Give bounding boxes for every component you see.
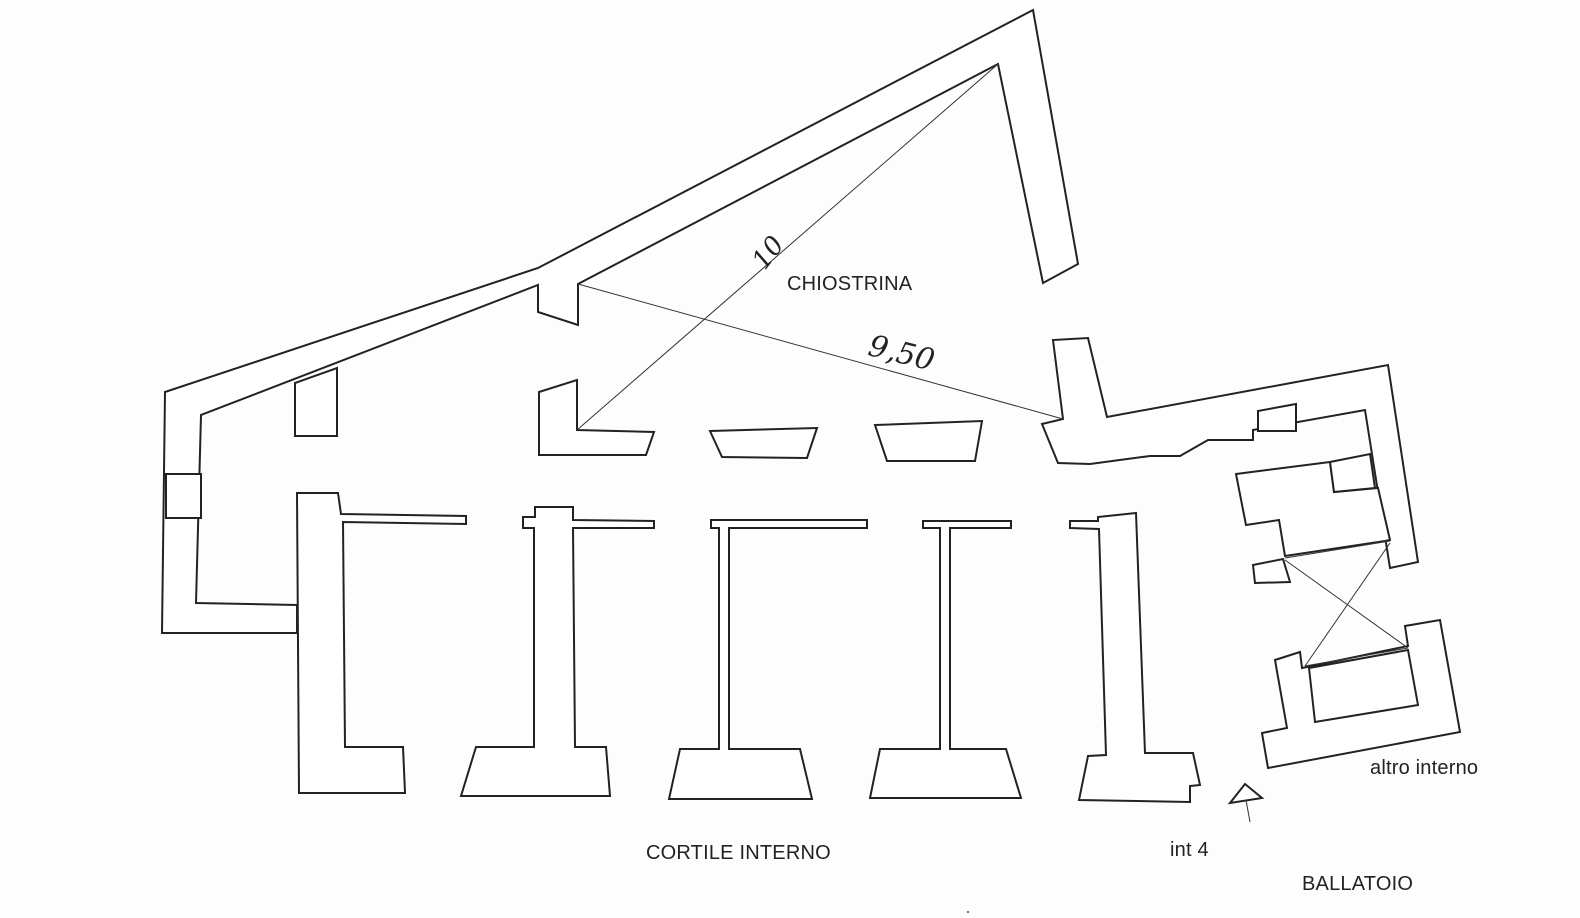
label-cortile-interno: CORTILE INTERNO xyxy=(646,842,831,864)
lower-pier-1 xyxy=(295,492,467,794)
scan-speck xyxy=(967,911,969,913)
label-altro-interno: altro interno xyxy=(1370,757,1479,779)
upper-block-1 xyxy=(708,426,819,460)
upper-block-2 xyxy=(873,419,984,462)
cross-edge-bottom xyxy=(1304,647,1409,667)
cross-line-2 xyxy=(1304,542,1391,667)
right-wing-block-a xyxy=(1257,402,1297,432)
lower-pier-5 xyxy=(1069,511,1202,804)
diagonal-line-950 xyxy=(577,283,1064,420)
right-wing-block-c xyxy=(1328,452,1377,494)
upper-left-pier xyxy=(294,366,338,437)
label-ballatoio: BALLATOIO xyxy=(1302,873,1414,895)
entry-arrow-stem xyxy=(1245,799,1251,823)
right-lower-wing xyxy=(1251,557,1292,585)
cross-edge-top xyxy=(1284,540,1391,559)
label-int-4: int 4 xyxy=(1170,839,1209,861)
label-chiostrina: CHIOSTRINA xyxy=(787,273,913,295)
right-lower-inner xyxy=(1307,648,1420,724)
cross-line-1 xyxy=(1284,559,1409,649)
right-upper-wing xyxy=(1040,336,1420,570)
left-door-jamb xyxy=(165,473,202,519)
lower-pier-3 xyxy=(667,519,868,800)
lower-pier-2 xyxy=(459,506,655,797)
diagonal-line-10 xyxy=(576,63,999,431)
upper-pier-chiostrina xyxy=(538,378,656,456)
lower-pier-4 xyxy=(868,520,1023,799)
